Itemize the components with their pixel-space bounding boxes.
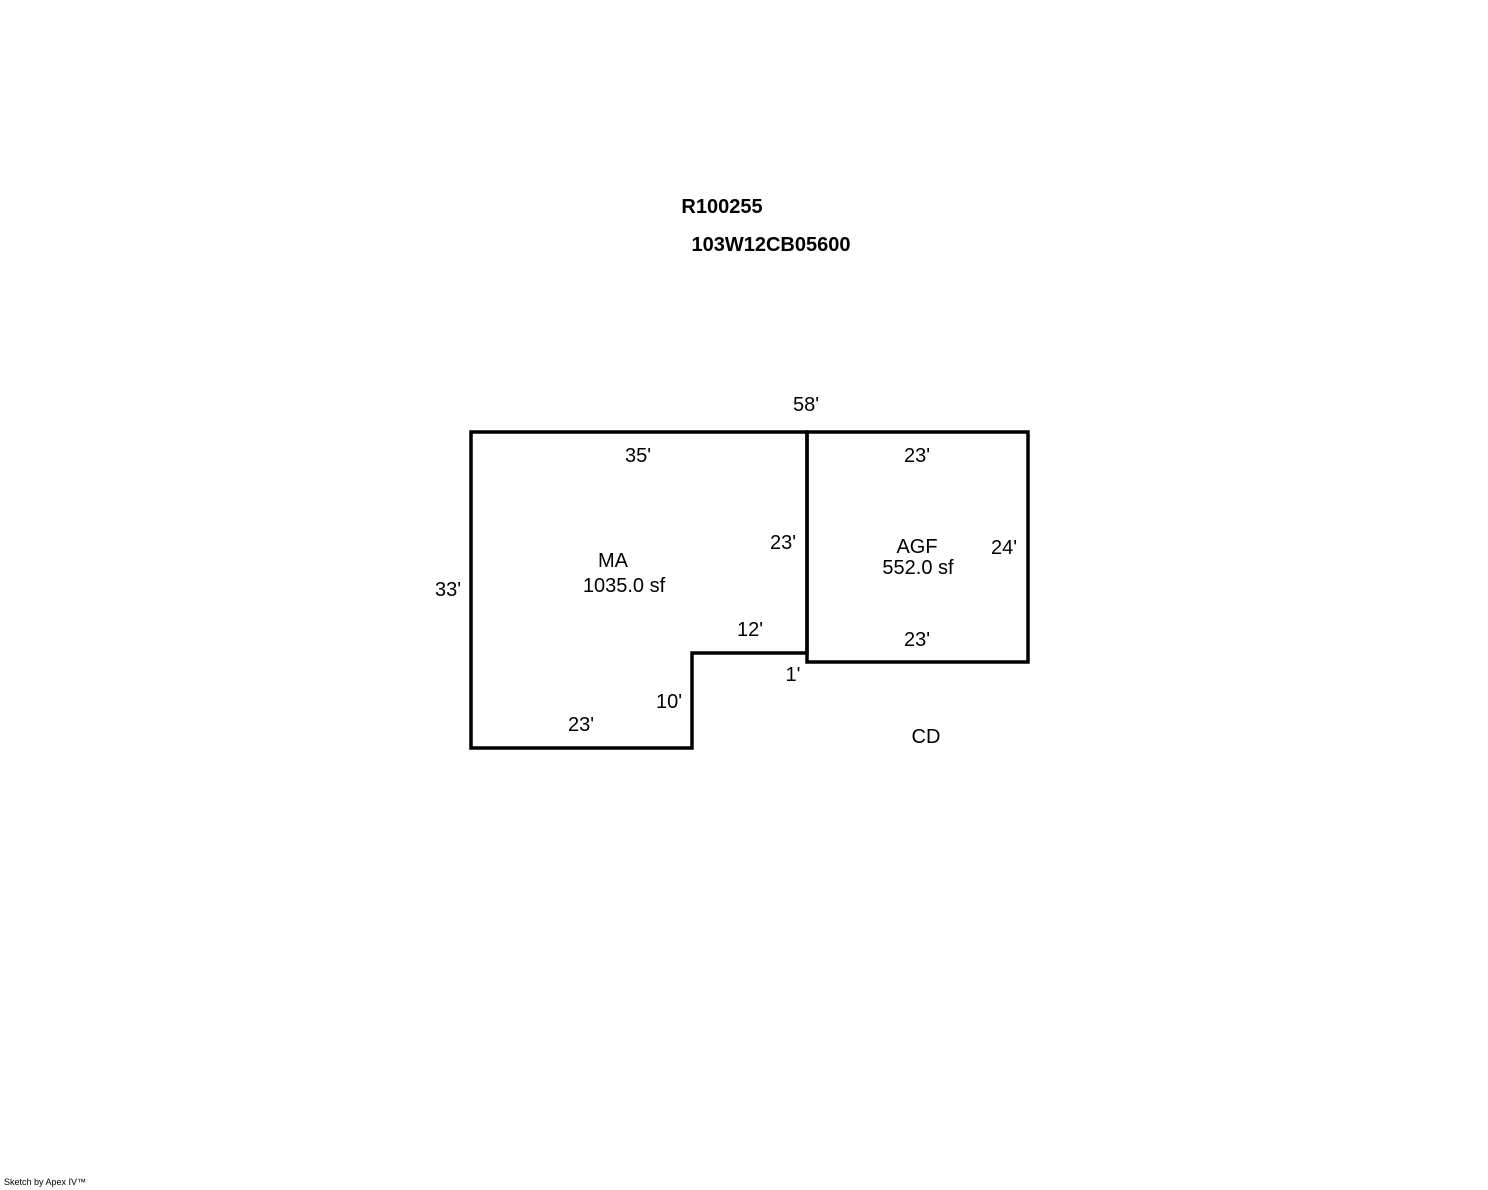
- cd-code-label: CD: [912, 726, 941, 748]
- dimension-offset: 1': [786, 664, 801, 686]
- agf-area-label: 552.0 sf: [882, 557, 954, 579]
- dimension-ma-left: 33': [435, 579, 461, 601]
- agf-code-label: AGF: [896, 536, 937, 558]
- ma-area-label: 1035.0 sf: [583, 575, 666, 597]
- dimension-ma-top: 35': [625, 445, 651, 467]
- dimension-agf-bottom: 23': [904, 629, 930, 651]
- dimension-ma-bottom: 23': [568, 714, 594, 736]
- ma-code-label: MA: [598, 550, 629, 572]
- dimension-ma-shared-wall: 23': [770, 532, 796, 554]
- dimension-ma-notch-side: 10': [656, 691, 682, 713]
- dimension-overall-top: 58': [793, 394, 819, 416]
- parcel-id: 103W12CB05600: [691, 234, 851, 256]
- dimension-agf-top: 23': [904, 445, 930, 467]
- sketch-credit: Sketch by Apex IV™: [4, 1177, 87, 1187]
- account-id: R100255: [681, 196, 763, 218]
- agf-outline: [805, 430, 1030, 664]
- dimension-agf-right: 24': [991, 537, 1017, 559]
- dimension-ma-notch-top: 12': [737, 619, 763, 641]
